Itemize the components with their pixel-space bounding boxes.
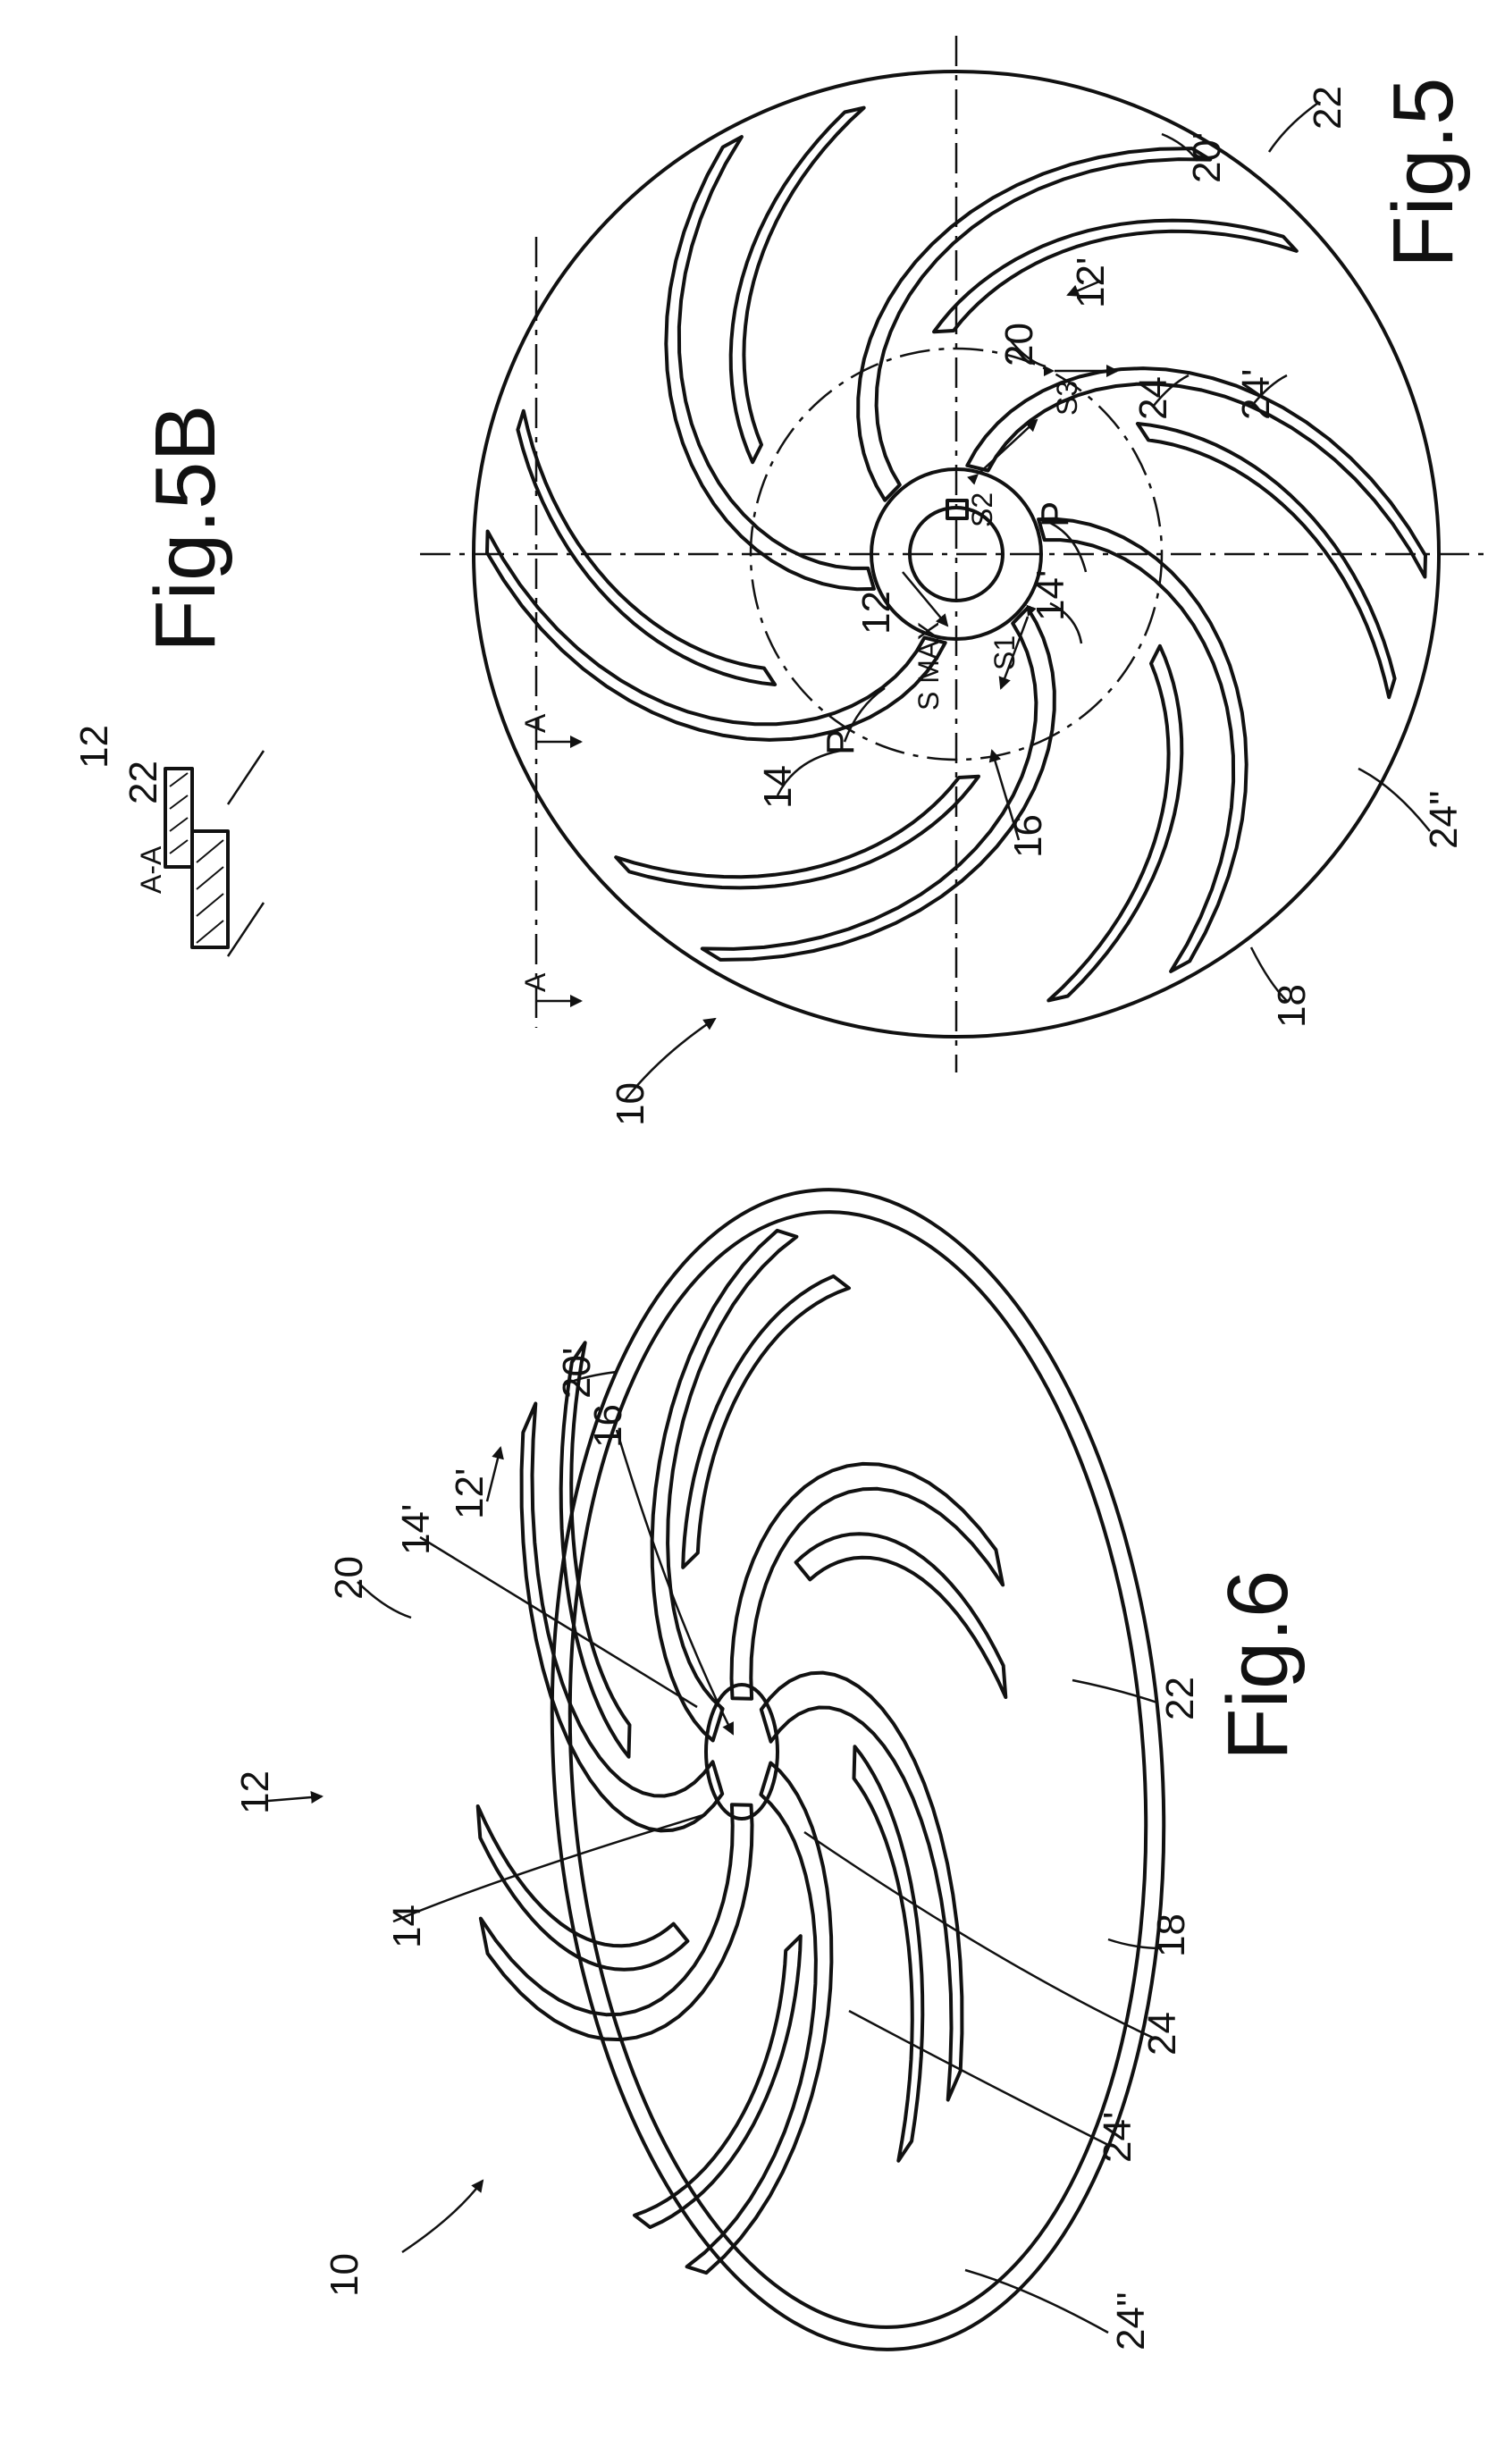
fig5-label-12b: 12' (1069, 257, 1113, 308)
fig5-label-12a: 12 (854, 591, 898, 635)
fig5-short-vane (731, 108, 864, 463)
fig6-long-vane (687, 1763, 832, 2274)
fig6-label-10: 10 (323, 2253, 366, 2297)
fig5-long-vane (967, 368, 1425, 576)
fig5-label-s1: S1 (988, 635, 1021, 670)
fig5-label-24b: 24' (1234, 369, 1278, 420)
fig6-long-vane (761, 1673, 963, 2100)
fig5-label-s2: S2 (966, 492, 998, 527)
fig5b-caption: Fig.5B (138, 405, 233, 652)
fig6-caption: Fig.6 (1210, 1570, 1306, 1761)
fig6-label-14b: 14' (394, 1504, 438, 1555)
fig6-rim (514, 1169, 1201, 2370)
fig6-rim-inner (534, 1192, 1182, 2347)
fig6-label-24b: 24' (1096, 2112, 1139, 2163)
fig6-long-vane (481, 1804, 752, 2039)
fig5-long-vane (666, 137, 874, 589)
fig5-label-14a: 14 (756, 765, 800, 809)
fig5-label-sectionA2: A (519, 972, 551, 992)
fig6-label-20a: 20 (327, 1556, 371, 1600)
fig5-label-smax: S MAX (912, 621, 945, 711)
fig5-drawing (420, 36, 1484, 1072)
fig5-short-vane (934, 221, 1297, 332)
fig6-short-vane (854, 1746, 923, 2160)
fig6-label-24c: 24'' (1109, 2292, 1153, 2350)
fig6-long-vane (732, 1464, 1004, 1699)
fig6-label-20b: 20' (555, 1348, 599, 1399)
fig5-label-p1: P (1033, 501, 1077, 527)
fig5-label-24a: 24 (1131, 376, 1175, 420)
fig6-label-12b: 12' (448, 1468, 492, 1519)
fig6-label-16: 16 (586, 1404, 630, 1448)
fig6-label-12a: 12 (233, 1770, 277, 1814)
fig6-label-22: 22 (1158, 1677, 1202, 1720)
fig5-caption: Fig.5 (1375, 78, 1471, 268)
fig5-label-10: 10 (609, 1082, 652, 1126)
fig5-label-20a: 20 (997, 323, 1041, 366)
fig5b-hatching (170, 773, 223, 943)
fig5b-vane (165, 769, 192, 867)
fig5-label-s3: S3 (1051, 381, 1083, 416)
fig5b-section (165, 751, 264, 956)
fig6-label-18: 18 (1149, 1913, 1193, 1957)
fig5b-label-12: 12 (72, 725, 116, 769)
fig5-long-vane (487, 532, 946, 740)
fig6-label-14a: 14 (385, 1905, 429, 1948)
fig5b-label-section: A-A (135, 845, 167, 894)
fig5-label-24c: 24'' (1422, 790, 1466, 849)
fig5-short-vane (1048, 646, 1181, 1001)
fig5-label-sectionA1: A (519, 713, 551, 733)
fig5-label-p2: P (819, 729, 862, 755)
fig5b-label-22: 22 (122, 761, 165, 804)
fig5-label-20b: 20' (1185, 132, 1229, 183)
